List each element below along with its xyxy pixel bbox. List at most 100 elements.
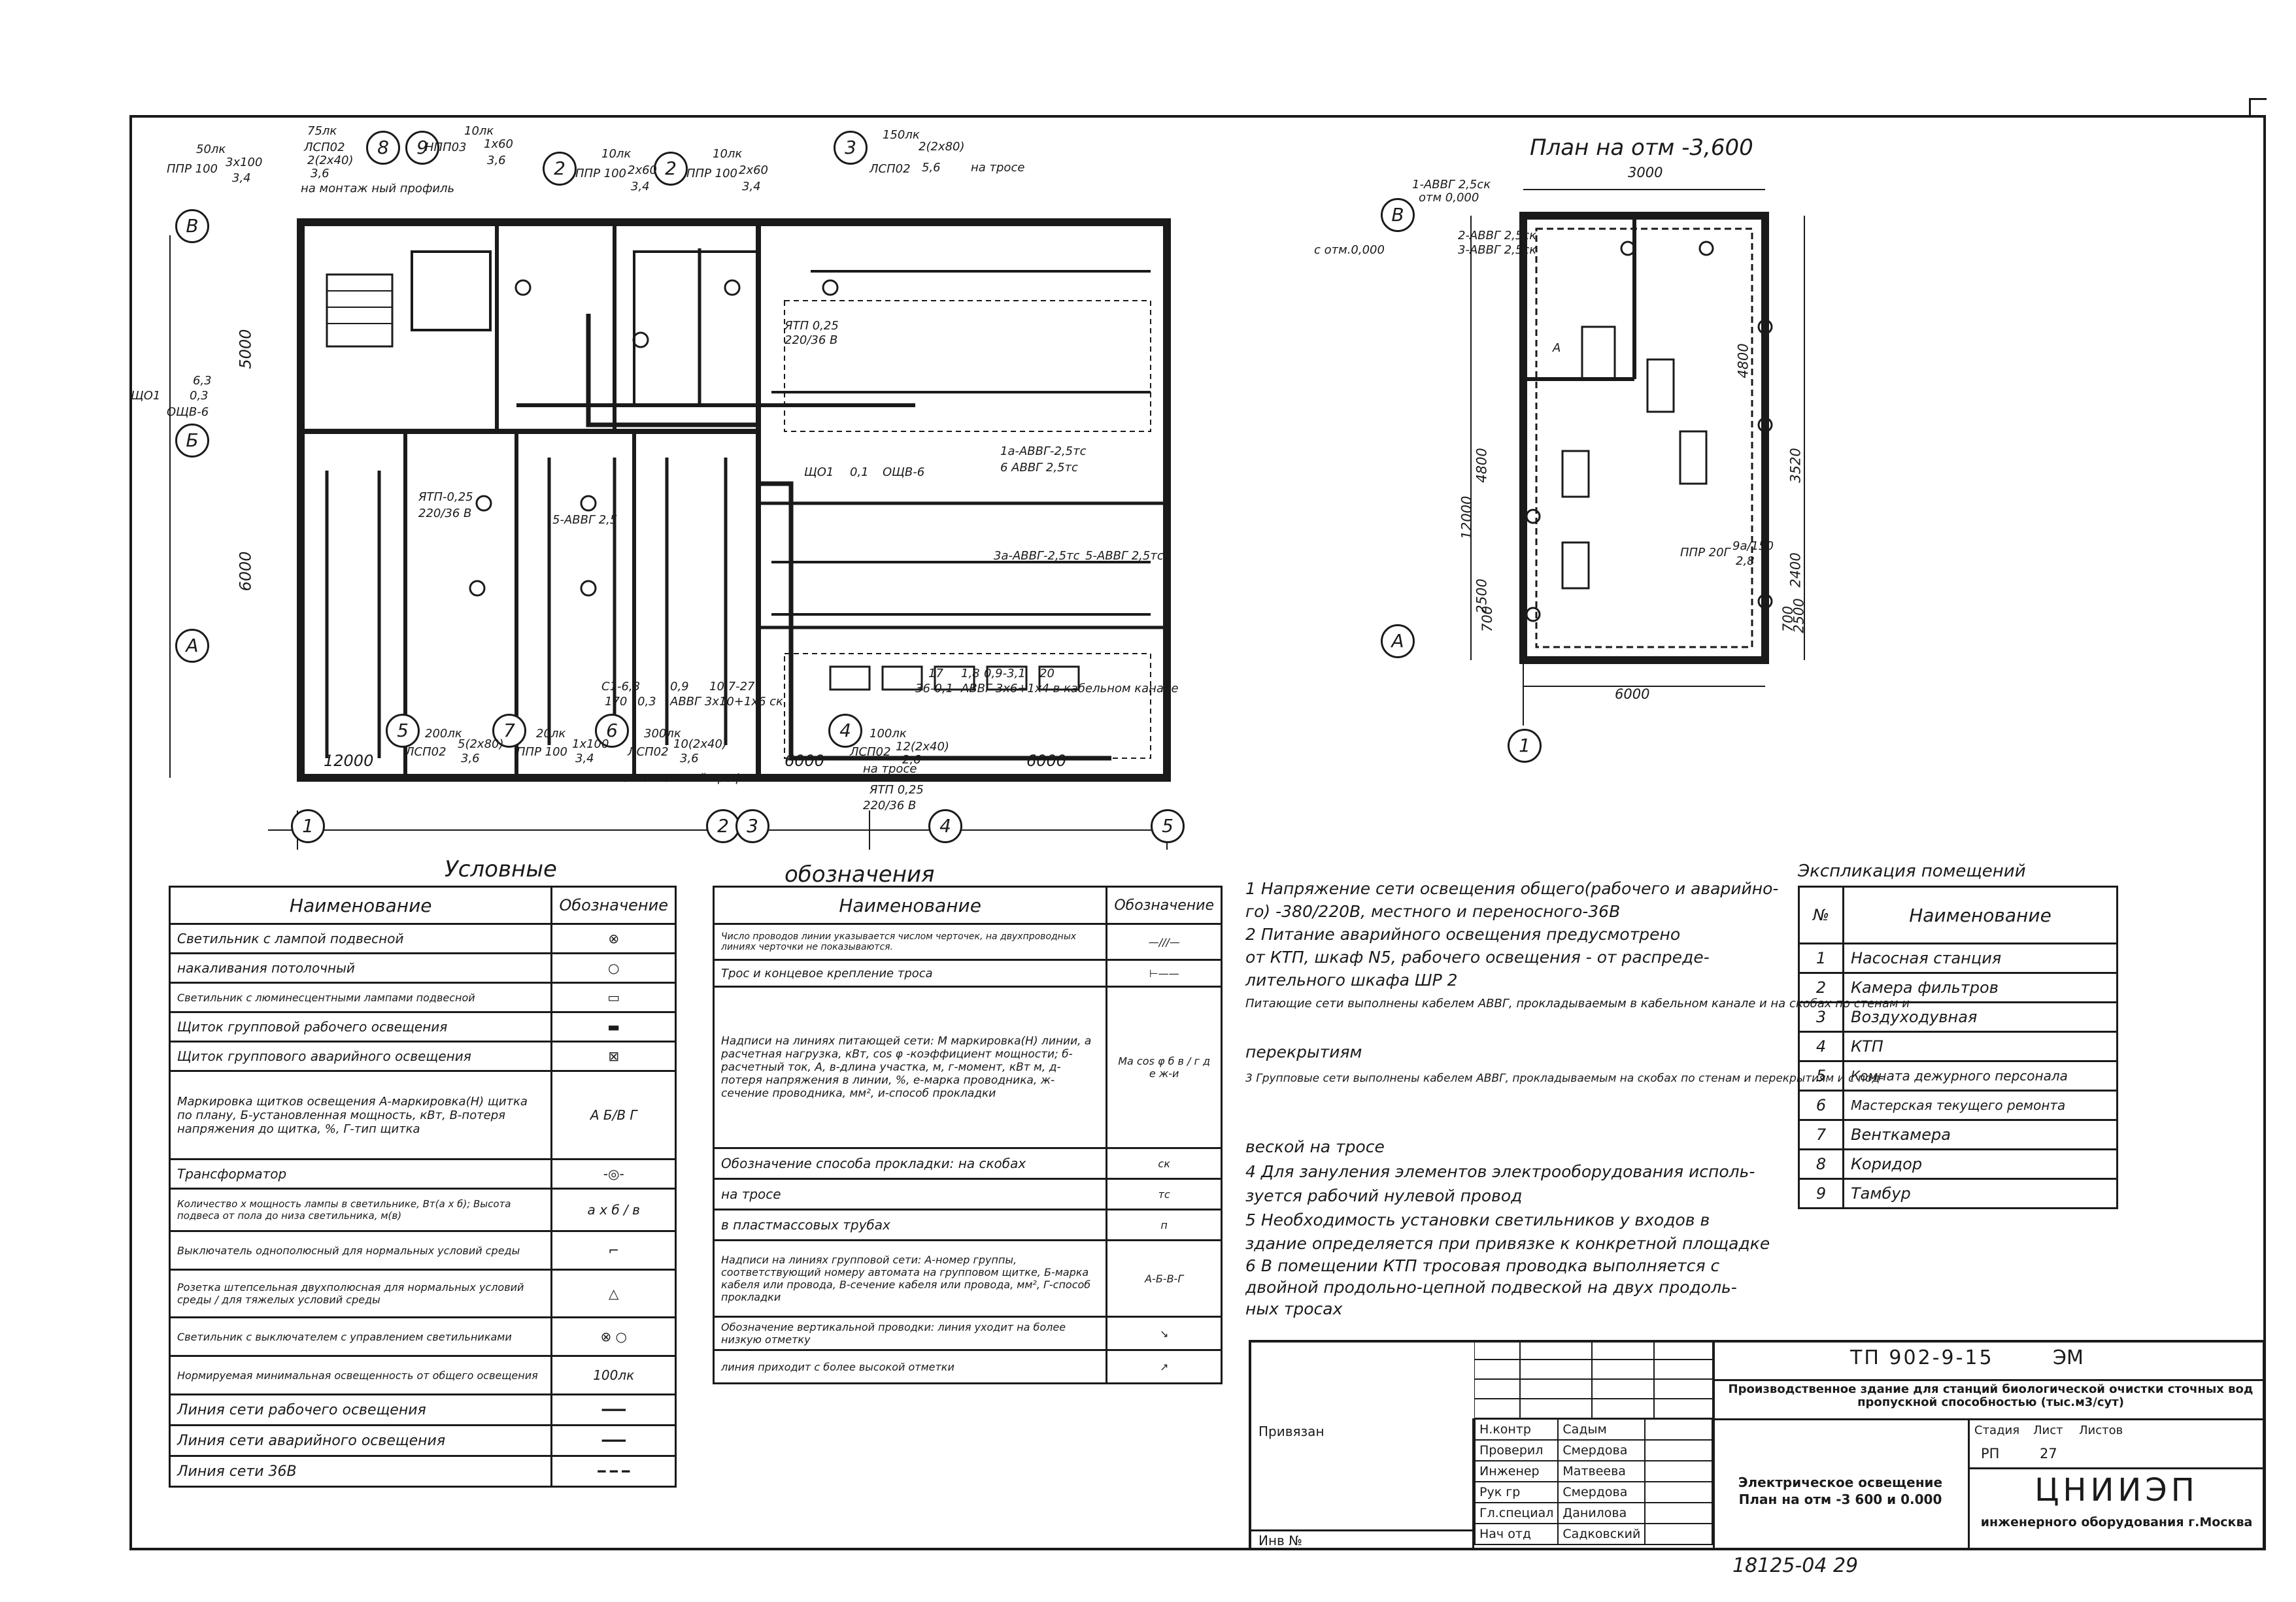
role: Гл.специал <box>1474 1502 1559 1524</box>
dim-vertical: 2400 <box>1787 552 1804 588</box>
plan-label: 3,4 <box>232 171 251 185</box>
plan-label: НПП03 <box>425 141 467 154</box>
plan-label: 3,4 <box>575 752 594 765</box>
note-line: 5 Необходимость установки светильников у… <box>1245 1210 1710 1229</box>
dim-vertical: 3520 <box>1787 448 1804 483</box>
note-line: здание определяется при привязке к конкр… <box>1245 1234 1770 1253</box>
linked-label: Привязан <box>1258 1424 1325 1439</box>
plan-label: 10(2х40) <box>673 737 727 751</box>
plan-label: 17 <box>928 667 943 680</box>
stamp-divider <box>1713 1418 2265 1420</box>
plan-label: с отм.0,000 <box>1314 243 1385 257</box>
plan-label: 10лк <box>464 124 494 138</box>
note-line: лительного шкафа ШР 2 <box>1245 971 1458 990</box>
revision-grid <box>1474 1340 1713 1418</box>
plan-label: 75лк <box>307 124 337 138</box>
plan-label: 3,6 <box>311 167 329 180</box>
plan-label: 3,6 <box>487 154 506 167</box>
plan-label: 3,6 <box>680 752 699 765</box>
person: Матвеева <box>1557 1460 1646 1482</box>
plan-label: ЩО1 <box>804 465 834 479</box>
legend-row-name: накаливания потолочный <box>168 952 553 984</box>
legend-row-name: Линия сети рабочего освещения <box>168 1393 553 1426</box>
legend-col-name: Наименование <box>712 886 1108 925</box>
signature <box>1644 1481 1713 1503</box>
plan-label: на тросе <box>971 161 1025 175</box>
axis-bubble-row: А <box>1381 624 1415 658</box>
axis-bubble-row: Б <box>175 424 209 458</box>
legend-table-right: Наименование Обозначение Число проводов … <box>712 886 1223 1384</box>
plan-label: ЛСП02 <box>304 141 345 154</box>
legend-row-name: Число проводов линии указывается числом … <box>712 923 1108 961</box>
stage-value: РП <box>1981 1446 2000 1461</box>
plan-label: 3,4 <box>742 180 761 193</box>
plan-label: 100лк <box>869 727 907 741</box>
plan-label: ЯТП 0,25 <box>869 783 924 797</box>
axis-bubble-row: В <box>1381 198 1415 232</box>
plan-label: 1х100 <box>572 737 609 751</box>
dim-left: 5000 <box>236 329 255 369</box>
room-bubble: 4 <box>828 714 862 748</box>
explication-no: 2 <box>1798 972 1844 1003</box>
plan-label: 10,7-27 <box>709 680 755 693</box>
frame-corner-mark <box>2249 98 2267 116</box>
legend-title-right: обозначения <box>785 861 935 888</box>
explication-no: 7 <box>1798 1119 1844 1150</box>
role: Рук гр <box>1474 1481 1559 1503</box>
legend-row-sym: ⌐ <box>550 1230 677 1271</box>
explication-no: 9 <box>1798 1178 1844 1209</box>
doc-mark: ЭМ <box>2053 1346 2084 1369</box>
note-line: го) -380/220В, местного и переносного-36… <box>1245 902 1621 921</box>
plan-label: ЯТП 0,25 <box>785 319 839 333</box>
plan-label: С1-6,3 <box>601 680 641 693</box>
plan-label: на монтажный профиль <box>615 771 765 785</box>
plan-label: 170 <box>605 695 628 709</box>
doc-code: ТП 902-9-15 <box>1850 1346 1994 1369</box>
legend-row-name: Щиток группового аварийного освещения <box>168 1041 553 1072</box>
legend-title-left: Условные <box>445 856 557 882</box>
plan-label: 1х60 <box>484 137 514 151</box>
stamp-divider <box>1249 1529 1474 1531</box>
axis-bubble-col: 3 <box>735 809 769 843</box>
plan-label: ППР 100 <box>686 167 738 180</box>
legend-row-name: Линия сети 36В <box>168 1455 553 1488</box>
note-line: Питающие сети выполнены кабелем АВВГ, пр… <box>1245 997 1910 1010</box>
plan-label: 3,4 <box>631 180 650 193</box>
role: Нач отд <box>1474 1523 1559 1545</box>
plan-label: 10лк <box>601 147 632 161</box>
legend-row-sym: —///— <box>1106 923 1223 961</box>
signature <box>1644 1523 1713 1545</box>
legend-col-sym: Обозначение <box>1106 886 1223 925</box>
legend-row-sym: ○ <box>550 952 677 984</box>
note-line: от КТП, шкаф N5, рабочего освещения - от… <box>1245 948 1710 967</box>
plan-label: 9а/150 <box>1732 539 1774 553</box>
plan-label: 0,3 <box>637 695 656 709</box>
legend-row-sym: ⊢—— <box>1106 959 1223 988</box>
person: Смердова <box>1557 1439 1646 1461</box>
plan-label: ППР 20Г <box>1680 546 1730 559</box>
dim-vertical: 700 <box>1479 605 1496 633</box>
legend-row-name: Светильник с люминесцентными лампами под… <box>168 982 553 1013</box>
note-line: перекрытиям <box>1245 1043 1362 1061</box>
explication-no: 4 <box>1798 1031 1844 1062</box>
plan-label: на монтаж ный профиль <box>301 182 455 195</box>
plan-label: 2,8 <box>1736 554 1755 568</box>
room-bubble: 2 <box>654 152 688 186</box>
outer-wall <box>297 218 1171 782</box>
dim-vertical: 12000 <box>1459 495 1475 540</box>
explication-name: Комната дежурного персонала <box>1842 1060 2118 1092</box>
plan-right-title: План на отм -3,600 <box>1530 135 1753 161</box>
project-title: Производственное здание для станций биол… <box>1728 1382 2254 1409</box>
plan-label: ЯТП-0,25 <box>418 490 473 504</box>
note-line: зуется рабочий нулевой провод <box>1245 1186 1523 1205</box>
axis-bubble-col: 5 <box>1151 809 1185 843</box>
legend-row-sym: п <box>1106 1209 1223 1241</box>
plan-label: ППР 100 <box>516 745 568 759</box>
dim-bottom: 6000 <box>785 752 825 770</box>
org-name: ЦНИИЭП <box>2034 1472 2199 1509</box>
legend-row-name: Нормируемая минимальная освещенность от … <box>168 1355 553 1395</box>
plan-label: ОЩВ-6 <box>883 465 925 479</box>
stamp-divider <box>1968 1418 1970 1550</box>
person: Садковский <box>1557 1523 1646 1545</box>
